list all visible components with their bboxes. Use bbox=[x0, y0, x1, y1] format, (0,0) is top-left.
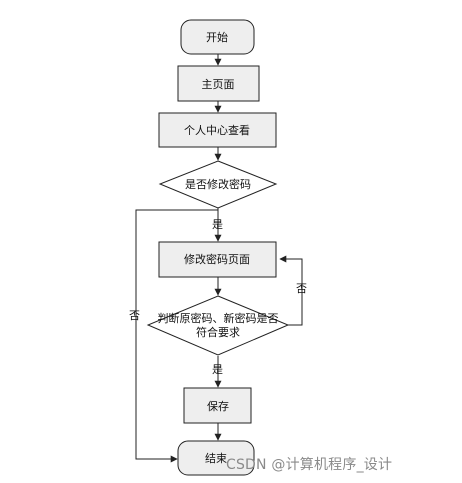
start-node-label: 开始 bbox=[206, 30, 228, 44]
edge-check-no-loop bbox=[279, 255, 303, 326]
edge-label-yes-1: 是 bbox=[212, 218, 223, 231]
connectors bbox=[135, 54, 303, 463]
personal-center-label: 个人中心查看 bbox=[184, 123, 250, 137]
edge-label-no-2: 否 bbox=[296, 282, 307, 295]
save-node-label: 保存 bbox=[207, 399, 229, 413]
change-password-decision-label: 是否修改密码 bbox=[185, 177, 251, 191]
change-password-decision bbox=[158, 160, 278, 209]
password-check-decision bbox=[146, 295, 290, 356]
watermark: CSDN @计算机程序_设计 bbox=[226, 457, 393, 473]
password-check-label-line2: 符合要求 bbox=[196, 325, 240, 339]
password-check-label-line1: 判断原密码、新密码是否 bbox=[158, 311, 279, 325]
edge-label-no-1: 否 bbox=[129, 309, 140, 322]
main-page-label: 主页面 bbox=[202, 78, 235, 91]
end-node bbox=[177, 440, 255, 476]
start-node bbox=[180, 19, 255, 55]
personal-center-node bbox=[158, 112, 277, 148]
save-node bbox=[183, 387, 252, 424]
main-page-node bbox=[177, 65, 260, 102]
end-node-label: 结束 bbox=[205, 452, 227, 465]
edge-label-yes-2: 是 bbox=[212, 363, 223, 376]
change-password-page-label: 修改密码页面 bbox=[184, 252, 250, 266]
change-password-page-node bbox=[158, 241, 277, 278]
edge-decision-no-end bbox=[135, 209, 218, 463]
